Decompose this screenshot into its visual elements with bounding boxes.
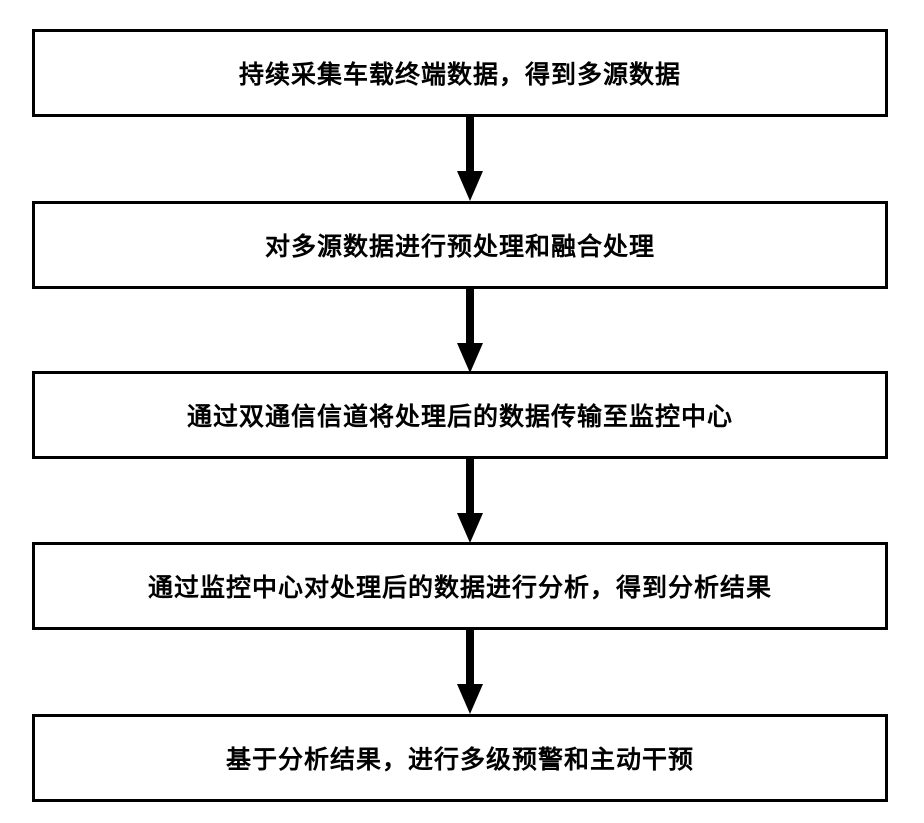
step-label: 通过双通信信道将处理后的数据传输至监控中心 bbox=[187, 397, 733, 433]
down-arrow-icon bbox=[455, 117, 485, 201]
step-warning-intervention: 基于分析结果，进行多级预警和主动干预 bbox=[32, 714, 888, 802]
step-preprocess-fuse-data: 对多源数据进行预处理和融合处理 bbox=[32, 201, 888, 289]
step-collect-terminal-data: 持续采集车载终端数据，得到多源数据 bbox=[32, 29, 888, 117]
step-label: 持续采集车载终端数据，得到多源数据 bbox=[239, 55, 681, 91]
step-transmit-dual-channel: 通过双通信信道将处理后的数据传输至监控中心 bbox=[32, 371, 888, 459]
step-label: 基于分析结果，进行多级预警和主动干预 bbox=[226, 740, 694, 776]
step-label: 对多源数据进行预处理和融合处理 bbox=[265, 227, 655, 263]
down-arrow-icon bbox=[455, 630, 485, 714]
step-label: 通过监控中心对处理后的数据进行分析，得到分析结果 bbox=[148, 568, 772, 604]
down-arrow-icon bbox=[455, 289, 485, 373]
down-arrow-icon bbox=[455, 459, 485, 543]
step-analyze-data: 通过监控中心对处理后的数据进行分析，得到分析结果 bbox=[32, 542, 888, 630]
